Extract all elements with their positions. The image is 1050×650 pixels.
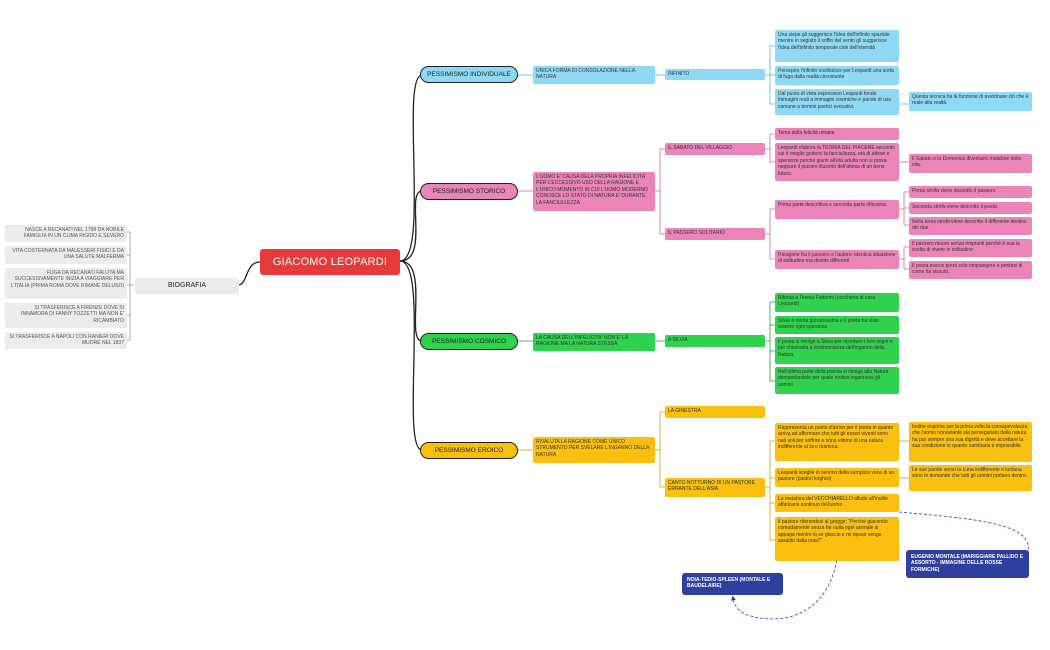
passero-strofa-2: Seconda strofa viene descritto il poeta <box>909 202 1032 214</box>
silvia-note-2: Silvia è morta giovanissima e il poeta h… <box>775 316 899 334</box>
poem-silvia[interactable]: A SILVIA <box>665 335 765 347</box>
branch-individuale[interactable]: PESSIMISMO INDIVIDUALE <box>420 66 518 83</box>
canto-note-4: Il pastore riferendosi al gregge: "Perch… <box>775 517 899 561</box>
silvia-note-3: Il poeta si rivolge a Silvia per ricorda… <box>775 337 899 364</box>
callout-montale[interactable]: EUGENIO MONTALE (MARIGGIARE PALLIDO E AS… <box>906 550 1029 578</box>
poem-ginestra[interactable]: LA GINESTRA <box>665 406 765 418</box>
individuale-desc: UNICA FORMA DI CONSOLAZIONE NELLA NATURA <box>533 66 655 84</box>
poem-passero[interactable]: IL PASSERO SOLITARIO <box>665 228 765 240</box>
passero-note-1: Prima parte descrittiva e seconda parte … <box>775 200 899 219</box>
poem-sabato[interactable]: IL SABATO DEL VILLAGGIO <box>665 143 765 155</box>
passero-destino-1: Il passero muore senza rimpianti perché … <box>909 239 1032 257</box>
callout-noia[interactable]: NOIA-TEDIO-SPLEEN (MONTALE E BAUDELAIRE) <box>682 573 783 595</box>
infinito-note-3: Dal punto di vista espressivo Leopardi f… <box>775 89 899 115</box>
canto-note-2: Leopardi sceglie di servirsi della sempl… <box>775 468 899 487</box>
root-node[interactable]: GIACOMO LEOPARDI <box>260 249 400 275</box>
biography-node[interactable]: BIOGRAFIA <box>135 278 239 294</box>
passero-destino-2: Il poeta invece potrà solo rimpiangere e… <box>909 261 1032 279</box>
silvia-note-1: Riferita a Teresa Fattorini (cocchiera d… <box>775 293 899 312</box>
cosmico-desc: LA CAUSA DELL'INFELICITA' NON E' LA RAGI… <box>533 333 655 351</box>
bio-item-napoli: SI TRASFERISCE A NAPOLI CON RANIERI DOVE… <box>5 332 127 349</box>
poem-canto-notturno[interactable]: CANTO NOTTURNO DI UN PASTORE ERRANTE DEL… <box>665 478 765 497</box>
eroico-desc: RIVALUTA LA RAGIONE COME UNICO STRUMENTO… <box>533 437 655 463</box>
infinito-note-2: Percepire l'infinito costituisce per Leo… <box>775 66 899 85</box>
sabato-note-2: Leopardi elabora la TEORIA DEL PIACERE s… <box>775 143 899 181</box>
infinito-subnote: Questa tecnica ha la funzione di avvicin… <box>909 92 1032 111</box>
sabato-note-1: Tema della felicità umana <box>775 128 899 140</box>
branch-storico[interactable]: PESSIMISMO STORICO <box>420 183 518 200</box>
canto-subnote-1: Inoltre esprime per la prima volta la co… <box>909 422 1032 462</box>
storico-desc: L'UOMO E' CAUSA DELA PROPRIA INFELICITA'… <box>533 172 655 211</box>
canto-subnote-2: Le sue parole verso la Luna indifferente… <box>909 465 1032 491</box>
bio-item-health: VITA COSTERNATA DA MALESSERI FISICI E DA… <box>5 246 127 264</box>
branch-eroico[interactable]: PESSIMISMO EROICO <box>420 442 518 459</box>
passero-note-2: Paragone fra il passero e l'autore: iden… <box>775 250 899 269</box>
passero-strofa-3: Nella terza strofa viene descritto il di… <box>909 217 1032 235</box>
silvia-note-4: Nell'ultima parte della poesia si rivolg… <box>775 367 899 394</box>
bio-item-birth: NASCE A RECANATI NEL 1798 DA NOBILE FAMI… <box>5 225 127 242</box>
sabato-subnote: Il Sabato e la Domenica diventano metafo… <box>909 154 1032 173</box>
canto-note-3: La metafora del VECCHIARELLO allude all'… <box>775 494 899 512</box>
poem-infinito[interactable]: INFINITO <box>665 69 765 80</box>
infinito-note-1: Una siepe gli suggerisce l'idea dell'inf… <box>775 30 899 62</box>
branch-cosmico[interactable]: PESSIMISMO COSMICO <box>420 333 518 350</box>
bio-item-firenze: SI TRASFERISCE A FIRENZE DOVE SI INNAMOR… <box>5 303 127 328</box>
canto-note-1: Rappresenta un punto d'arrivo per il poe… <box>775 423 899 461</box>
bio-item-travel: FUGA DA RECANATI FALLITA MA SUCCESSIVAME… <box>5 268 127 299</box>
passero-strofa-1: Prima strofa viene descritto il passero <box>909 186 1032 198</box>
